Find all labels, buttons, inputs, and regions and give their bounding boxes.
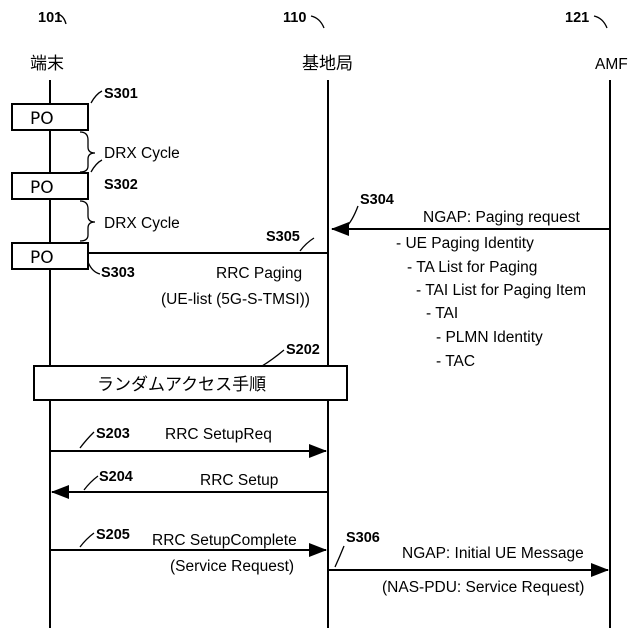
po-box-2: PO [12, 173, 88, 199]
ngap-paging-item-4: - TAI [426, 305, 458, 322]
entity-ref-base-station: 110 [283, 10, 306, 26]
ngap-initial-sublabel: (NAS-PDU: Service Request) [382, 579, 584, 596]
entity-name-base-station: 基地局 [302, 54, 353, 74]
s205-leader [80, 533, 94, 547]
ref-leader-amf [594, 16, 607, 28]
random-access-label: ランダムアクセス手順 [97, 375, 266, 395]
entity-ref-amf: 121 [565, 10, 589, 26]
entity-ref-terminal: 101 [38, 10, 62, 26]
drx-cycle-label-1: DRX Cycle [104, 145, 180, 162]
step-s306: S306 [346, 530, 380, 546]
po-label-2: PO [30, 178, 54, 198]
rrc-paging-sublabel: (UE-list (5G-S-TMSI)) [161, 291, 310, 308]
rrc-setupcomplete-sublabel: (Service Request) [170, 558, 294, 575]
step-s305: S305 [266, 229, 300, 245]
rrc-setupreq-label: RRC SetupReq [165, 426, 272, 443]
entity-name-amf: AMF [595, 56, 628, 73]
step-s202: S202 [286, 342, 320, 358]
s204-leader [84, 476, 98, 490]
po-label-1: PO [30, 109, 54, 129]
drx-brace-2 [80, 201, 95, 241]
ngap-paging-item-1: - UE Paging Identity [396, 235, 534, 252]
step-s302: S302 [104, 177, 138, 193]
step-s203: S203 [96, 426, 130, 442]
ngap-paging-item-6: - TAC [436, 353, 475, 370]
ngap-paging-item-2: - TA List for Paging [407, 259, 537, 276]
rrc-setup-label: RRC Setup [200, 472, 278, 489]
step-s303: S303 [101, 265, 135, 281]
rrc-paging-label: RRC Paging [216, 265, 302, 282]
s304-leader [345, 206, 358, 228]
s203-leader [80, 432, 94, 448]
ngap-paging-item-3: - TAI List for Paging Item [416, 282, 586, 299]
step-s304: S304 [360, 192, 394, 208]
ref-leader-base-station [311, 16, 324, 28]
rrc-setupcomplete-label: RRC SetupComplete [152, 532, 297, 549]
po-box-1: PO [12, 104, 88, 130]
ngap-paging-label: NGAP: Paging request [423, 209, 581, 226]
s305-leader [300, 238, 314, 251]
ngap-initial-label: NGAP: Initial UE Message [402, 545, 584, 562]
po-label-3: PO [30, 248, 54, 268]
entity-name-terminal: 端末 [30, 54, 64, 74]
s303-leader [88, 262, 100, 274]
s202-leader [262, 350, 284, 366]
drx-brace-1 [80, 132, 95, 172]
s306-leader [335, 546, 344, 567]
ngap-paging-item-5: - PLMN Identity [436, 329, 543, 346]
s302-leader [91, 160, 102, 172]
step-s301: S301 [104, 86, 138, 102]
po-box-3: PO [12, 243, 88, 269]
drx-cycle-label-2: DRX Cycle [104, 215, 180, 232]
step-s204: S204 [99, 469, 133, 485]
step-s205: S205 [96, 527, 130, 543]
s301-leader [91, 91, 102, 103]
